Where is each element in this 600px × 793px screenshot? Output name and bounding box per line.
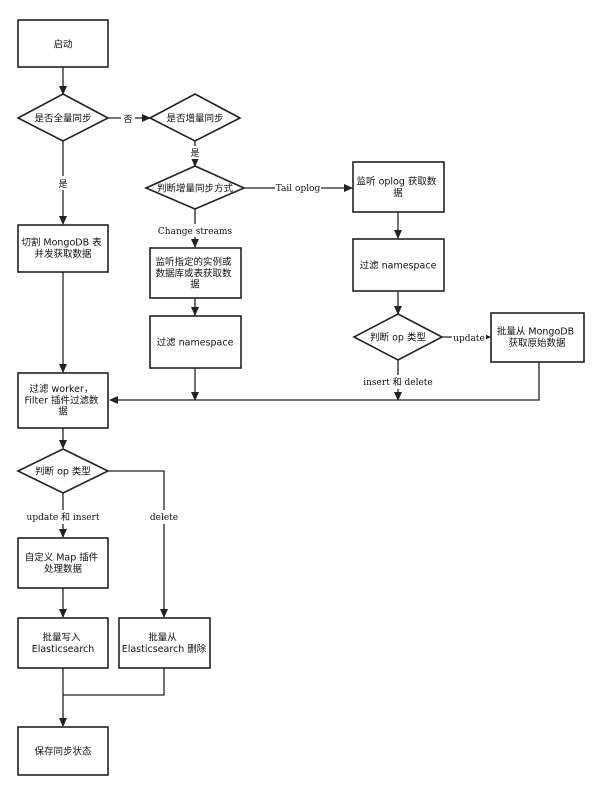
node-watch-oplog-line-2: 据 — [393, 187, 403, 199]
node-watch-oplog-line-1: 监听 oplog 获取数 — [357, 176, 437, 188]
node-op-type-right-label: 判断 op 类型 — [370, 331, 426, 343]
node-filter-ns-mid-line-1: 过滤 namespace — [157, 336, 234, 348]
edge-label-update-right: update — [453, 334, 485, 344]
node-batch-delete: 批量从 Elasticsearch 删除 — [118, 617, 211, 669]
node-split-label: 切割 MongoDB 表 并发获取数据 — [21, 237, 104, 260]
node-save-state-line-1: 保存同步状态 — [34, 745, 92, 757]
node-watch-instance: 监听指定的实例或 数据库或表获取数 据 — [149, 247, 242, 299]
edge-label-yes-full: 是 — [58, 179, 67, 190]
edge-label-delete: delete — [150, 513, 178, 523]
node-filter-ns-mid: 过滤 namespace — [149, 315, 242, 369]
node-watch-instance-line-3: 据 — [190, 279, 200, 291]
node-filter-worker: 过滤 worker， Filter 插件过滤数 据 — [17, 372, 109, 429]
node-inc-mode: 判断增量同步方式 — [144, 165, 246, 210]
node-filter-worker-line-2: Filter 插件过滤数 — [24, 394, 99, 406]
node-op-type-right: 判断 op 类型 — [352, 313, 444, 361]
node-op-type-left-label: 判断 op 类型 — [35, 465, 91, 477]
node-inc-sync-line-1: 是否增量同步 — [166, 112, 223, 124]
node-full-sync: 是否全量同步 — [16, 93, 110, 142]
node-start-line-1: 启动 — [53, 38, 72, 50]
node-batch-delete-label: 批量从 Elasticsearch 删除 — [122, 632, 207, 655]
node-batch-write-label: 批量写入 Elasticsearch — [32, 632, 95, 655]
node-inc-sync-label: 是否增量同步 — [166, 112, 223, 124]
node-batch-fetch: 批量从 MongoDB 获取原始数据 — [490, 312, 585, 363]
node-batch-write: 批量写入 Elasticsearch — [17, 617, 109, 669]
edge-batch-fetch-to-worker — [109, 362, 540, 404]
edge-label-change-streams: Change streams — [158, 227, 233, 237]
node-filter-ns-mid-label: 过滤 namespace — [157, 336, 234, 348]
edge-labels: 否 是 是 Tail oplog Change streams update i… — [27, 111, 486, 524]
node-op-type-right-line-1: 判断 op 类型 — [370, 331, 426, 343]
node-batch-fetch-label: 批量从 MongoDB 获取原始数据 — [497, 326, 577, 349]
edge-label-insert-delete: insert 和 delete — [363, 377, 433, 388]
node-watch-oplog-label: 监听 oplog 获取数 据 — [357, 176, 440, 199]
node-filter-worker-line-3: 据 — [58, 406, 68, 418]
node-split: 切割 MongoDB 表 并发获取数据 — [17, 224, 109, 273]
node-watch-instance-line-1: 监听指定的实例或 — [155, 256, 232, 268]
node-filter-ns-right-label: 过滤 namespace — [360, 259, 437, 271]
node-op-type-left: 判断 op 类型 — [16, 448, 110, 494]
node-filter-worker-line-1: 过滤 worker， — [30, 383, 94, 395]
node-split-line-2: 并发获取数据 — [34, 248, 92, 260]
node-map-plugin-label: 自定义 Map 插件 处理数据 — [25, 552, 102, 575]
node-map-plugin-line-1: 自定义 Map 插件 — [25, 552, 99, 564]
node-op-type-left-line-1: 判断 op 类型 — [35, 465, 91, 477]
node-split-line-1: 切割 MongoDB 表 — [21, 237, 102, 249]
node-inc-mode-line-1: 判断增量同步方式 — [157, 182, 234, 194]
edge-label-update-insert: update 和 insert — [27, 512, 100, 523]
node-watch-instance-line-2: 数据库或表获取数 — [155, 267, 232, 279]
node-start: 启动 — [17, 19, 109, 68]
node-batch-fetch-line-2: 获取原始数据 — [508, 337, 566, 349]
node-save-state: 保存同步状态 — [17, 726, 109, 776]
edge-delete-to-save — [59, 668, 165, 727]
node-watch-instance-label: 监听指定的实例或 数据库或表获取数 据 — [155, 256, 234, 291]
node-full-sync-line-1: 是否全量同步 — [34, 112, 91, 124]
node-map-plugin: 自定义 Map 插件 处理数据 — [17, 537, 109, 589]
edge-label-yes-inc: 是 — [190, 148, 199, 159]
node-batch-write-line-2: Elasticsearch — [32, 644, 95, 655]
edge-delete — [108, 470, 168, 618]
node-filter-ns-right: 过滤 namespace — [352, 238, 445, 292]
node-batch-delete-line-1: 批量从 — [148, 632, 177, 644]
node-start-label: 启动 — [53, 38, 72, 50]
node-batch-write-line-1: 批量写入 — [42, 632, 81, 644]
node-save-state-label: 保存同步状态 — [34, 745, 92, 757]
edge-label-tail-oplog: Tail oplog — [276, 184, 321, 194]
node-filter-worker-label: 过滤 worker， Filter 插件过滤数 据 — [24, 383, 101, 418]
node-batch-delete-line-2: Elasticsearch 删除 — [122, 643, 207, 655]
node-inc-sync: 是否增量同步 — [148, 93, 242, 142]
node-inc-mode-label: 判断增量同步方式 — [157, 182, 234, 194]
node-batch-fetch-line-1: 批量从 MongoDB — [497, 326, 574, 338]
node-full-sync-label: 是否全量同步 — [34, 112, 91, 124]
node-filter-ns-right-line-1: 过滤 namespace — [360, 259, 437, 271]
node-watch-oplog: 监听 oplog 获取数 据 — [352, 161, 445, 213]
edge-label-no: 否 — [123, 114, 132, 125]
node-map-plugin-line-2: 处理数据 — [44, 563, 83, 575]
